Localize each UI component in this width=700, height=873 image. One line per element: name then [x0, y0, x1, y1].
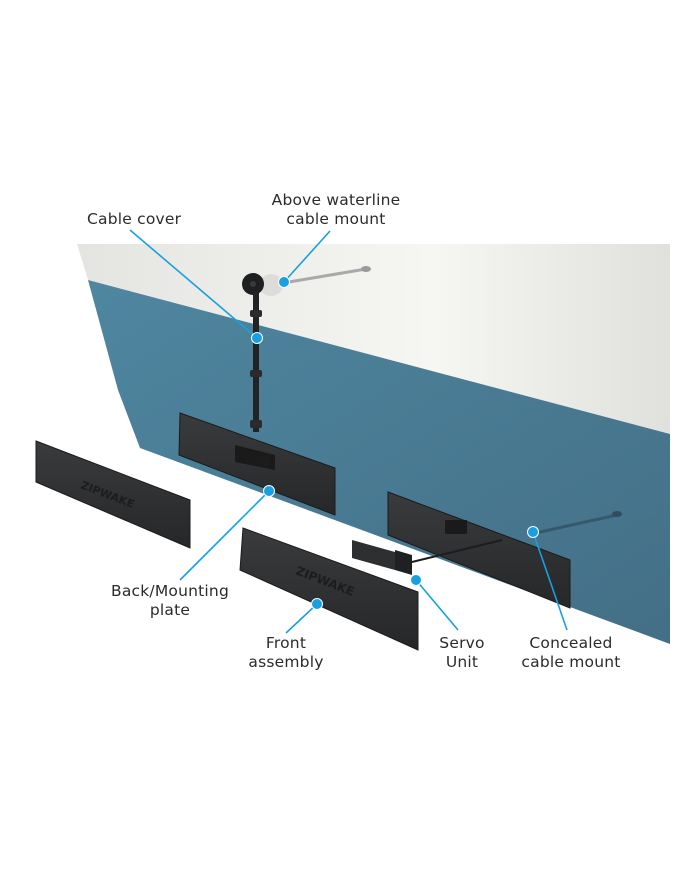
concealed-cable-mount-part [387, 491, 622, 609]
back-mounting-plate-part [178, 412, 336, 516]
label-front-assembly: Front assembly [248, 634, 324, 671]
label-above-waterline-cable-mount: Above waterline cable mount [271, 191, 401, 228]
dot-back-mounting-plate [263, 485, 275, 497]
leader-above-waterline [283, 230, 331, 283]
leader-back-mounting-plate [179, 490, 270, 581]
leader-concealed [532, 531, 568, 631]
callout-dots [251, 276, 539, 610]
leader-front-assembly [285, 603, 318, 634]
cable-cover-part [250, 292, 262, 432]
label-cable-cover: Cable cover [87, 210, 182, 228]
label-servo-unit: Servo Unit [439, 634, 485, 671]
dot-concealed [527, 526, 539, 538]
servo-unit-part [352, 539, 503, 575]
label-concealed-cable-mount: Concealed cable mount [521, 634, 621, 671]
front-assembly-part: ZIPWAKE [239, 527, 419, 651]
leader-servo-unit [415, 579, 459, 631]
dot-front-assembly [311, 598, 323, 610]
label-back-mounting-plate: Back/Mounting plate [110, 582, 229, 619]
above-waterline-cable-mount-part [242, 266, 371, 296]
callout-leaders [129, 229, 568, 634]
dot-cable-cover [251, 332, 263, 344]
dot-above-waterline [278, 276, 290, 288]
leader-cable-cover [129, 229, 258, 339]
hull-white-topside [77, 244, 670, 434]
dot-servo-unit [410, 574, 422, 586]
